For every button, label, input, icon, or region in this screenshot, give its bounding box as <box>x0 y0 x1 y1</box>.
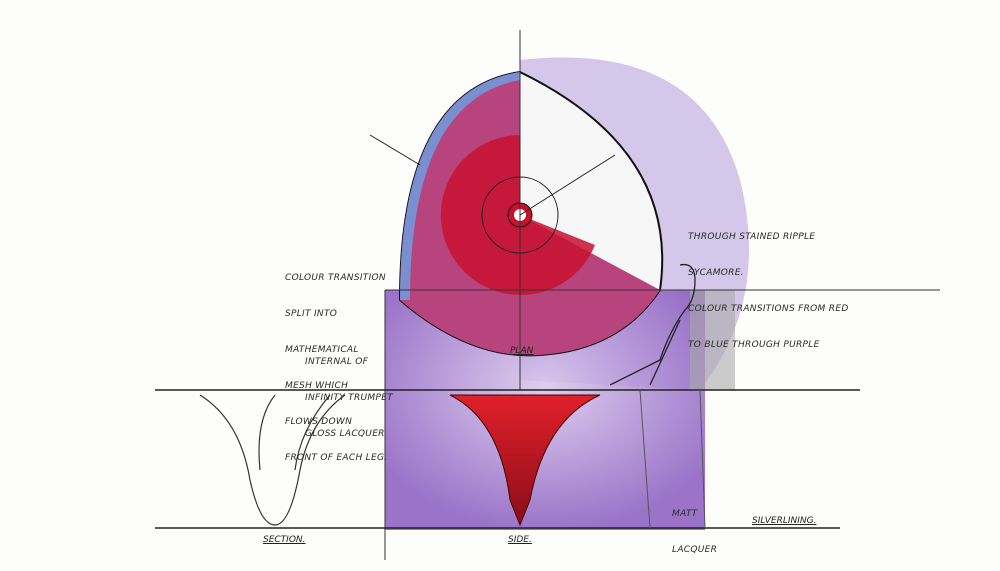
note-line: Internal of <box>305 357 369 367</box>
annotation-top: Through stained ripple sycamore. Colour … <box>688 207 849 363</box>
note-line: Matt <box>672 509 698 519</box>
note-line: Through stained ripple <box>688 232 816 242</box>
label-plan: Plan <box>510 346 534 356</box>
note-line: sycamore. <box>688 268 744 278</box>
note-line: mathematical <box>285 345 359 355</box>
plan-sector-magenta <box>400 72 660 356</box>
note-line: Colour transition <box>285 273 386 283</box>
grey-shadow <box>690 290 735 390</box>
signature: Silverlining. <box>752 516 817 526</box>
annotation-internal: Internal of infinity trumpet gloss lacqu… <box>305 332 393 452</box>
note-line: gloss lacquer <box>305 429 385 439</box>
section-legs <box>199 394 346 526</box>
note-line: front of each leg. <box>285 453 388 463</box>
annotation-colour-mesh: Colour transition split into mathematica… <box>285 248 387 476</box>
note-line: mesh which <box>285 381 349 391</box>
note-line: Colour transitions from red <box>688 304 849 314</box>
note-line: split into <box>285 309 338 319</box>
note-line: lacquer <box>672 545 718 555</box>
side-legs <box>449 394 601 527</box>
chair <box>639 389 706 529</box>
note-line: flows down <box>285 417 353 427</box>
annotation-matt: Matt lacquer <box>672 484 717 568</box>
note-line: to blue through purple <box>688 340 820 350</box>
label-side: Side. <box>508 535 532 545</box>
label-section: Section. <box>263 535 306 545</box>
note-line: infinity trumpet <box>305 393 393 403</box>
seated-figure <box>609 263 696 386</box>
